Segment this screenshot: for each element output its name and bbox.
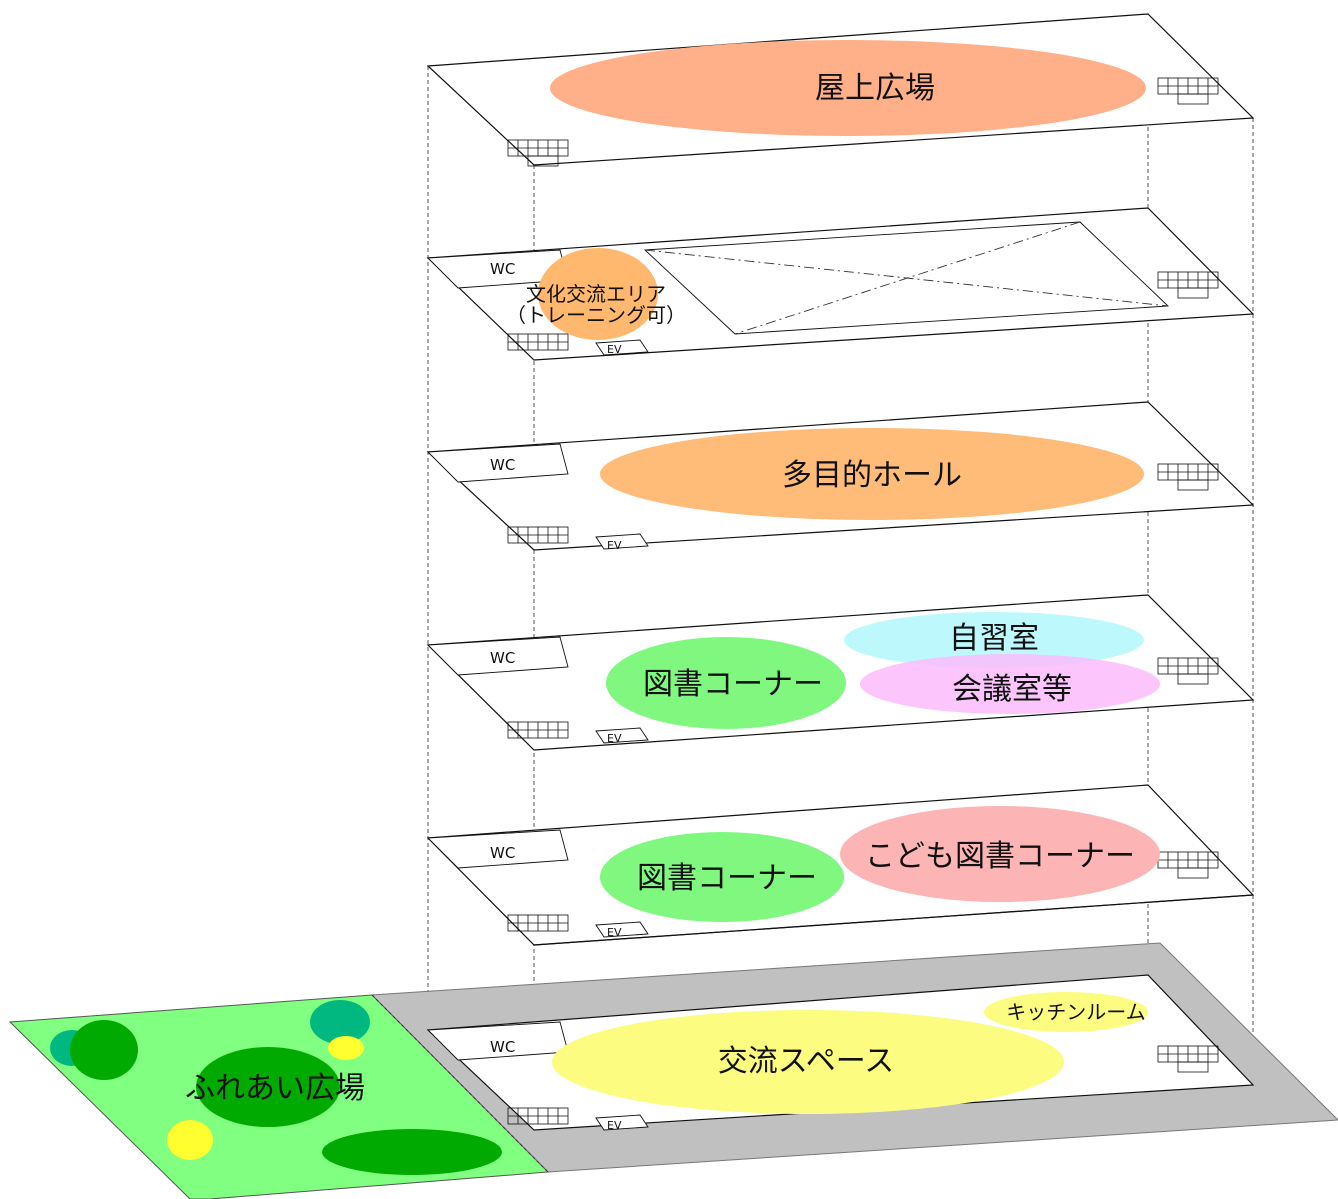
stair-icon	[1157, 657, 1219, 685]
wc-label: WC	[490, 649, 515, 667]
ev-room	[595, 533, 649, 550]
kitchen-zone	[984, 992, 1148, 1032]
ev-room	[595, 339, 649, 356]
culture-label-line1: 文化交流エリア	[526, 282, 666, 306]
stair-icon	[507, 721, 569, 739]
ev-room	[595, 1114, 649, 1131]
stair-icon	[1157, 271, 1219, 299]
library-zone-3f	[606, 637, 846, 729]
plaza-lawn	[196, 1047, 340, 1127]
tree-yellow	[167, 1120, 213, 1160]
wc-label: WC	[490, 844, 515, 862]
exchange-label: 交流スペース	[718, 1044, 894, 1079]
library-label-2f: 図書コーナー	[637, 861, 817, 896]
kids-library-zone	[840, 806, 1160, 902]
culture-label-line2: （トレーニング可）	[506, 303, 686, 327]
hall-zone	[600, 428, 1144, 520]
wc-label: WC	[490, 1038, 515, 1056]
stair-icon	[507, 333, 569, 351]
study-zone	[844, 612, 1144, 668]
ev-room	[595, 921, 649, 938]
roof-plaza-zone	[550, 40, 1146, 136]
meeting-zone	[860, 654, 1160, 714]
stair-icon	[507, 1107, 569, 1125]
stair-icon	[1157, 1045, 1219, 1073]
meeting-label: 会議室等	[952, 672, 1072, 707]
stair-icon	[1157, 463, 1219, 491]
tree-yellow	[328, 1036, 364, 1060]
hall-label: 多目的ホール	[782, 458, 962, 493]
tree-dark	[70, 1020, 138, 1080]
library-label-3f: 図書コーナー	[643, 667, 823, 702]
exchange-zone	[552, 1010, 1064, 1114]
kids-library-label: こども図書コーナー	[865, 839, 1135, 874]
library-zone-2f	[600, 832, 844, 922]
stair-icon	[507, 526, 569, 544]
wc-label: WC	[490, 456, 515, 474]
plaza-trees	[50, 1000, 502, 1175]
kitchen-label: キッチンルーム	[1006, 1000, 1145, 1024]
study-label: 自習室	[949, 621, 1039, 656]
wc-room	[426, 829, 569, 869]
stair-icon	[507, 139, 569, 167]
ev-label: EV	[607, 926, 622, 939]
ev-room	[595, 727, 649, 744]
ev-label: EV	[607, 1119, 622, 1132]
tree-teal	[310, 1000, 370, 1044]
wc-label: WC	[490, 260, 515, 278]
culture-zone	[538, 248, 658, 340]
stair-icon	[507, 914, 569, 932]
stair-icon	[1157, 77, 1219, 105]
tree-dark	[322, 1129, 502, 1175]
roof-plaza-label: 屋上広場	[815, 71, 935, 106]
plaza-label: ふれあい広場	[185, 1071, 365, 1106]
ev-label: EV	[607, 732, 622, 745]
ev-label: EV	[607, 539, 622, 552]
wc-room	[426, 636, 569, 676]
ev-label: EV	[607, 343, 622, 356]
wc-room	[426, 443, 569, 483]
